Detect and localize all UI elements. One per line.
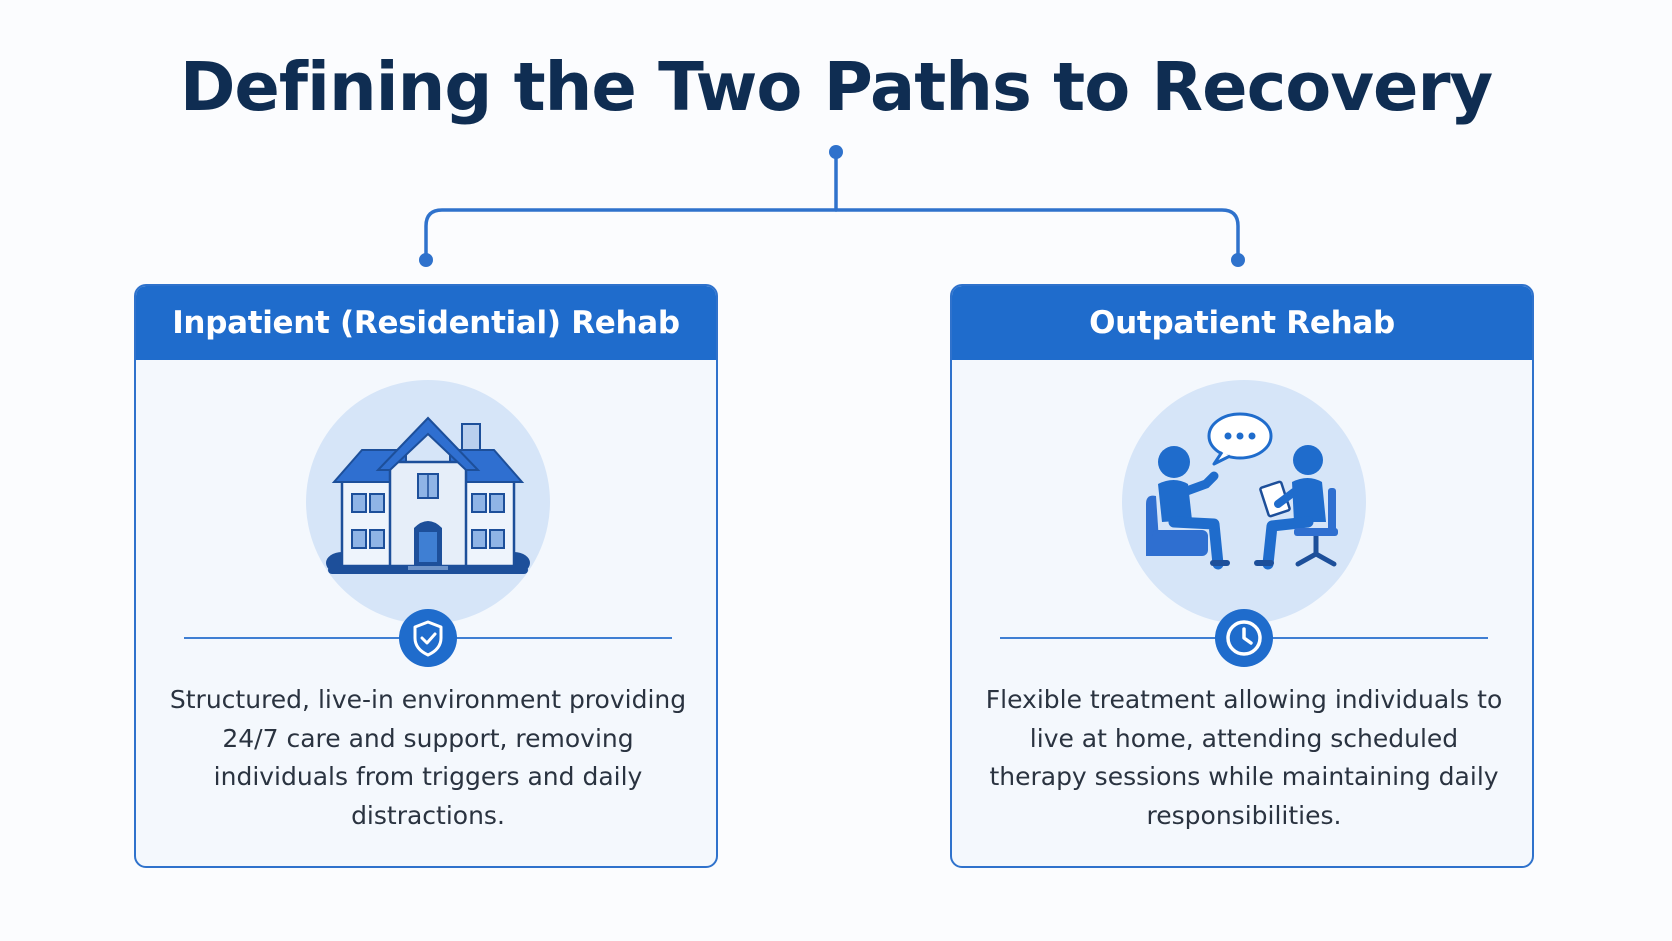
inpatient-description: Structured, live-in environment providin… [169, 685, 687, 830]
outpatient-description: Flexible treatment allowing individuals … [985, 685, 1503, 830]
house-icon [306, 380, 550, 624]
connector-right-dot [1231, 253, 1245, 267]
counseling-session-icon [1122, 380, 1366, 624]
connector-top-dot [829, 145, 843, 159]
branch-connector [419, 145, 1245, 267]
inpatient-card: Inpatient (Residential) Rehab [134, 284, 718, 868]
page-title: Defining the Two Paths to Recovery [179, 48, 1493, 126]
connector-left-dot [419, 253, 433, 267]
inpatient-card-header: Inpatient (Residential) Rehab [136, 286, 716, 360]
divider-right [452, 637, 672, 639]
outpatient-card: Outpatient Rehab [950, 284, 1534, 868]
clock-icon [1215, 609, 1273, 667]
shield-check-icon [399, 609, 457, 667]
outpatient-card-header: Outpatient Rehab [952, 286, 1532, 360]
divider-left [1000, 637, 1220, 639]
divider-right [1268, 637, 1488, 639]
divider-left [184, 637, 404, 639]
